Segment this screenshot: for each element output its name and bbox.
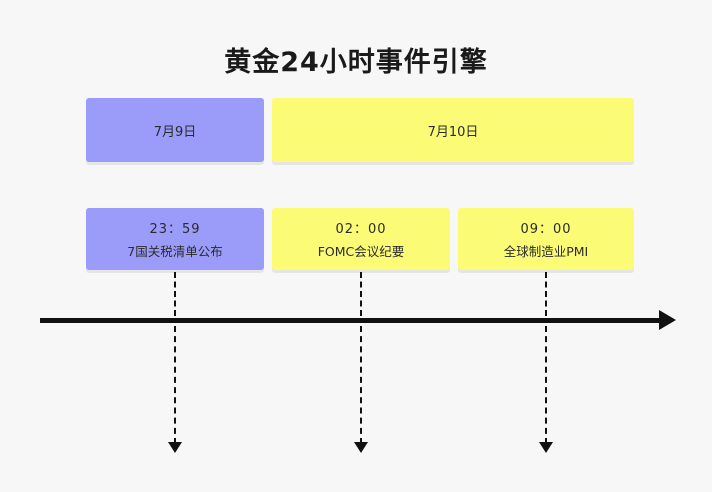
day-header-bar-2: 7月10日 (272, 98, 634, 162)
connector-upper-3 (545, 272, 547, 316)
connector-lower-3 (545, 326, 547, 444)
event-label-2: FOMC会议纪要 (317, 244, 405, 259)
event-time-3: 09：00 (520, 222, 572, 237)
event-card-1: 23：59 7国关税清单公布 (86, 208, 264, 270)
page-title: 黄金24小时事件引擎 (224, 47, 488, 78)
day-header-label-1: 7月9日 (153, 124, 197, 140)
timeline-axis-line (40, 318, 665, 323)
connector-lower-1 (174, 326, 176, 444)
event-label-3: 全球制造业PMI (503, 244, 589, 259)
connector-arrow-icon-3 (539, 442, 553, 453)
connector-arrow-icon-2 (354, 442, 368, 453)
connector-upper-1 (174, 272, 176, 316)
day-header-label-2: 7月10日 (427, 124, 479, 140)
event-card-3: 09：00 全球制造业PMI (458, 208, 634, 270)
event-time-1: 23：59 (149, 222, 201, 237)
connector-arrow-icon-1 (168, 442, 182, 453)
timeline-arrow-icon (659, 310, 676, 330)
connector-lower-2 (360, 326, 362, 444)
connector-upper-2 (360, 272, 362, 316)
event-label-1: 7国关税清单公布 (127, 244, 223, 259)
event-time-2: 02：00 (335, 222, 387, 237)
day-header-bar-1: 7月9日 (86, 98, 264, 162)
event-card-2: 02：00 FOMC会议纪要 (272, 208, 450, 270)
